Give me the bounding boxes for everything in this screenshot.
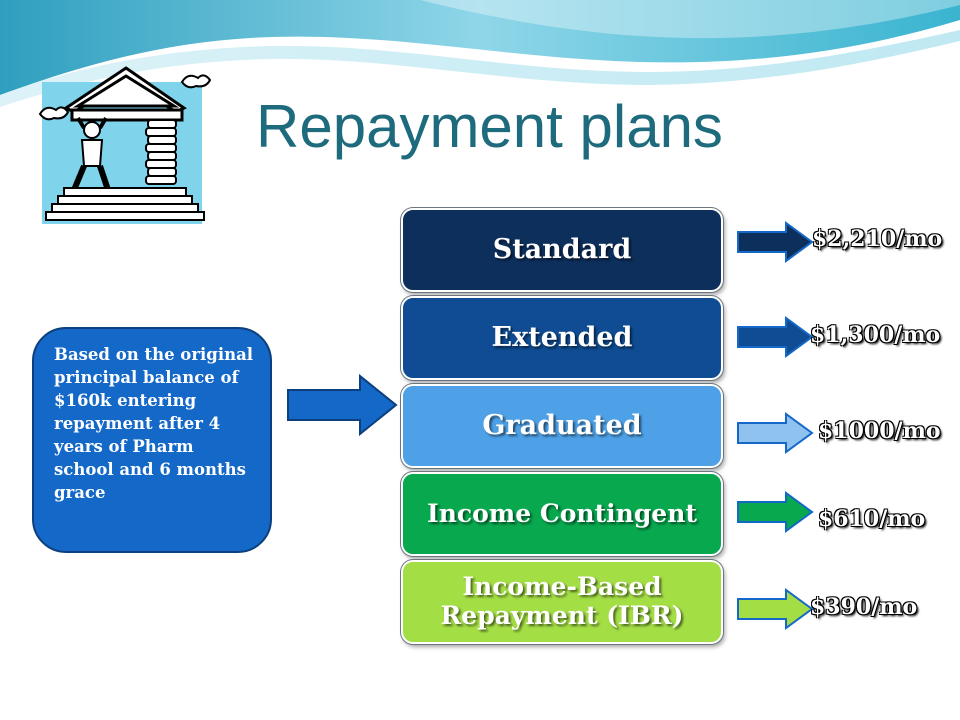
amount-extended: $1,300/mo [810,322,941,348]
note-text: Based on the original principal balance … [54,345,254,502]
arrow-graduated-icon [737,412,814,454]
plan-box-income-contingent: Income Contingent [401,472,723,556]
amount-graduated: $1000/mo [818,418,941,444]
plan-box-graduated: Graduated [401,384,723,468]
amount-income-contingent: $610/mo [818,506,926,532]
right-arrow-icon [287,374,398,436]
arrow-standard-icon [737,221,814,263]
slide-title: Repayment plans [256,93,723,160]
arrow-ibr-icon [737,588,814,630]
plan-label-standard: Standard [492,234,632,266]
plan-box-extended: Extended [401,296,723,380]
amount-ibr: $390/mo [810,594,918,620]
plan-label-ibr: Income-Based Repayment (IBR) [440,572,684,630]
plan-box-ibr: Income-Based Repayment (IBR) [401,560,723,644]
plan-label-extended: Extended [491,322,633,354]
wave-header-decoration [0,0,960,109]
arrow-income-contingent-icon [737,491,814,533]
bank-columns-icon [38,66,212,224]
plan-label-graduated: Graduated [482,410,642,442]
amount-standard: $2,210/mo [812,226,943,252]
arrow-extended-icon [737,316,814,358]
note-box: Based on the original principal balance … [32,327,272,553]
plan-label-income-contingent: Income Contingent [427,498,697,528]
plan-box-standard: Standard [401,208,723,292]
